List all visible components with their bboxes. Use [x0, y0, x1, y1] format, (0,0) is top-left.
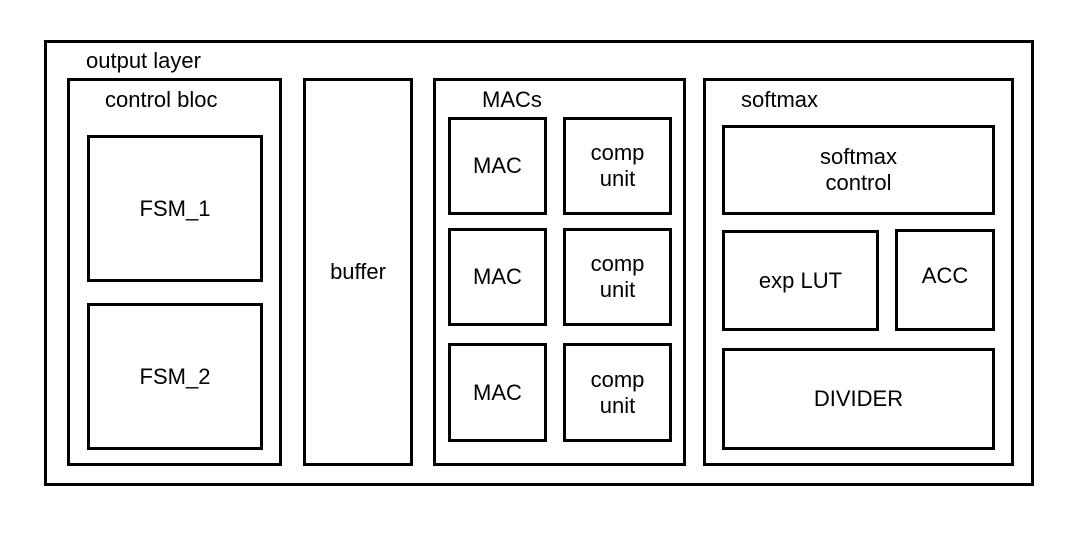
- mac-unit-2: MAC: [448, 228, 547, 326]
- exp-lut-block: exp LUT: [722, 230, 879, 331]
- mac-unit-1: MAC: [448, 117, 547, 215]
- fsm1-label: FSM_1: [139, 195, 211, 221]
- mac-unit-label: MAC: [473, 379, 522, 405]
- fsm1-block: FSM_1: [87, 135, 263, 282]
- divider-block: DIVIDER: [722, 348, 995, 450]
- comp-unit-label: comp unit: [590, 140, 645, 191]
- mac-unit-label: MAC: [473, 264, 522, 289]
- softmax-control-label: softmax control: [819, 144, 898, 195]
- comp-unit-label: comp unit: [590, 251, 645, 302]
- comp-unit-3: comp unit: [563, 343, 672, 442]
- softmax-control-block: softmax control: [722, 125, 995, 215]
- comp-unit-label: comp unit: [590, 366, 645, 418]
- acc-block: ACC: [895, 229, 995, 331]
- divider-label: DIVIDER: [813, 386, 904, 411]
- output-layer-label: output layer: [86, 48, 201, 73]
- comp-unit-1: comp unit: [563, 117, 672, 215]
- fsm2-block: FSM_2: [87, 303, 263, 450]
- fsm2-label: FSM_2: [139, 363, 211, 389]
- buffer-label: buffer: [330, 259, 386, 284]
- macs-label: MACs: [482, 87, 542, 112]
- mac-unit-label: MAC: [473, 153, 522, 178]
- mac-unit-3: MAC: [448, 343, 547, 442]
- buffer-block: buffer: [303, 78, 413, 466]
- control-bloc-label: control bloc: [105, 87, 218, 112]
- softmax-label: softmax: [741, 87, 819, 112]
- comp-unit-2: comp unit: [563, 228, 672, 326]
- acc-label: ACC: [921, 263, 969, 288]
- exp-lut-label: exp LUT: [758, 267, 843, 293]
